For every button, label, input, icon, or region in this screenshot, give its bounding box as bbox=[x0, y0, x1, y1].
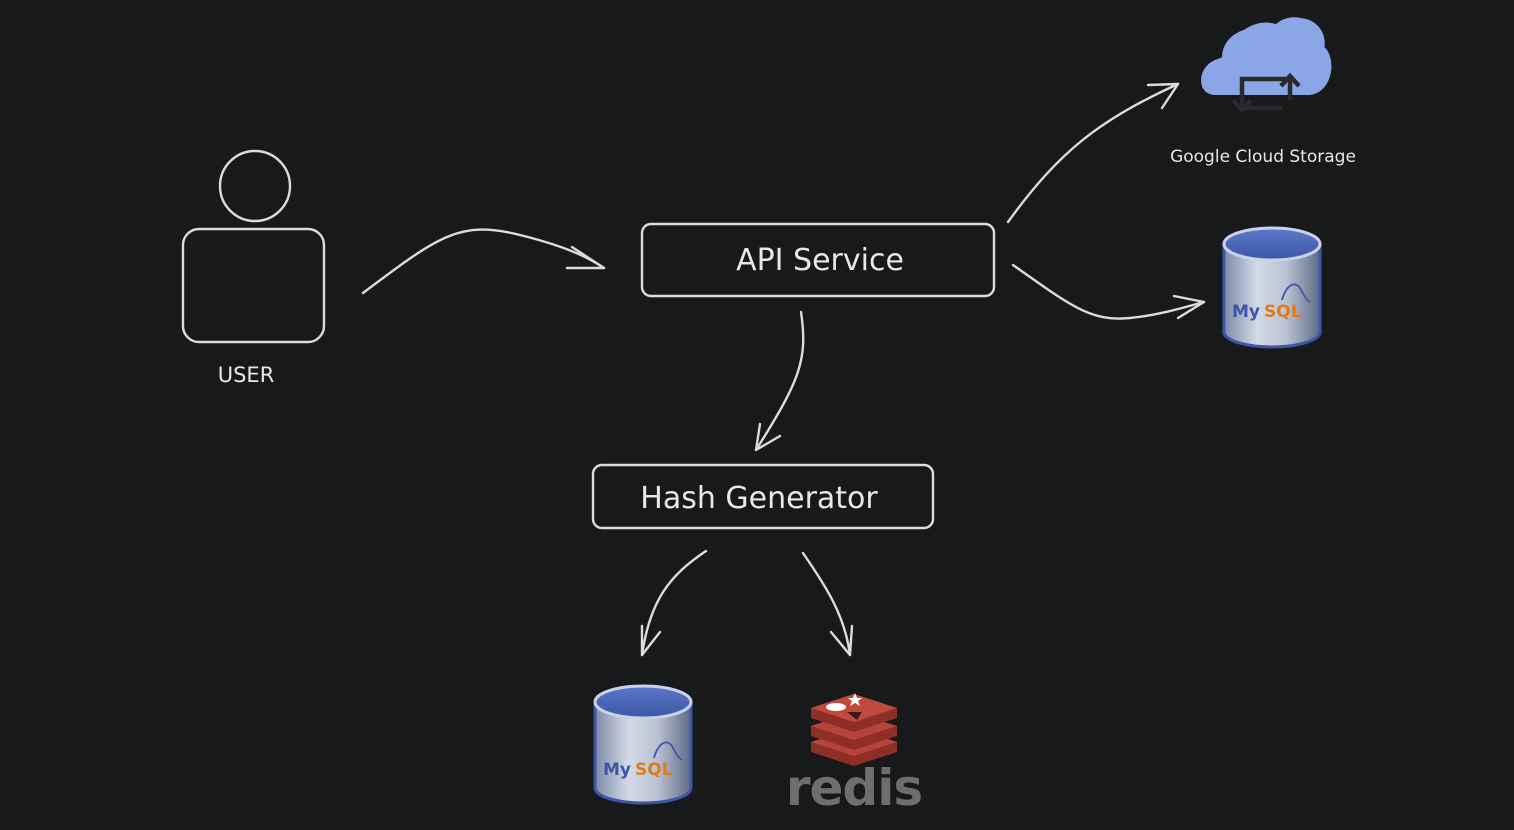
api-service-label: API Service bbox=[736, 243, 904, 278]
arrow-user-to-api bbox=[361, 228, 606, 295]
google-cloud-storage-icon bbox=[1201, 17, 1332, 114]
arrow-hash-to-mysql bbox=[640, 549, 708, 657]
mysql-icon-bottom: My SQL bbox=[593, 684, 693, 805]
user-label: USER bbox=[218, 363, 275, 387]
hash-generator-label: Hash Generator bbox=[640, 481, 878, 516]
mysql-sql-text: SQL bbox=[1264, 302, 1302, 322]
user-icon bbox=[181, 149, 326, 344]
arrow-api-to-mysql bbox=[1011, 263, 1206, 320]
arrow-hash-to-redis bbox=[801, 551, 854, 657]
arrow-api-to-hash bbox=[754, 310, 805, 452]
mysql-my-text: My bbox=[603, 760, 631, 780]
mysql-icon-right: My SQL bbox=[1222, 226, 1322, 349]
mysql-my-text: My bbox=[1232, 302, 1260, 322]
redis-wordmark: redis bbox=[786, 759, 922, 817]
arrow-api-to-gcs bbox=[1006, 82, 1180, 224]
mysql-sql-text: SQL bbox=[635, 760, 673, 780]
redis-icon bbox=[811, 693, 897, 766]
api-service-box: API Service bbox=[640, 222, 996, 298]
gcs-label: Google Cloud Storage bbox=[1170, 147, 1356, 167]
hash-generator-box: Hash Generator bbox=[591, 463, 935, 530]
